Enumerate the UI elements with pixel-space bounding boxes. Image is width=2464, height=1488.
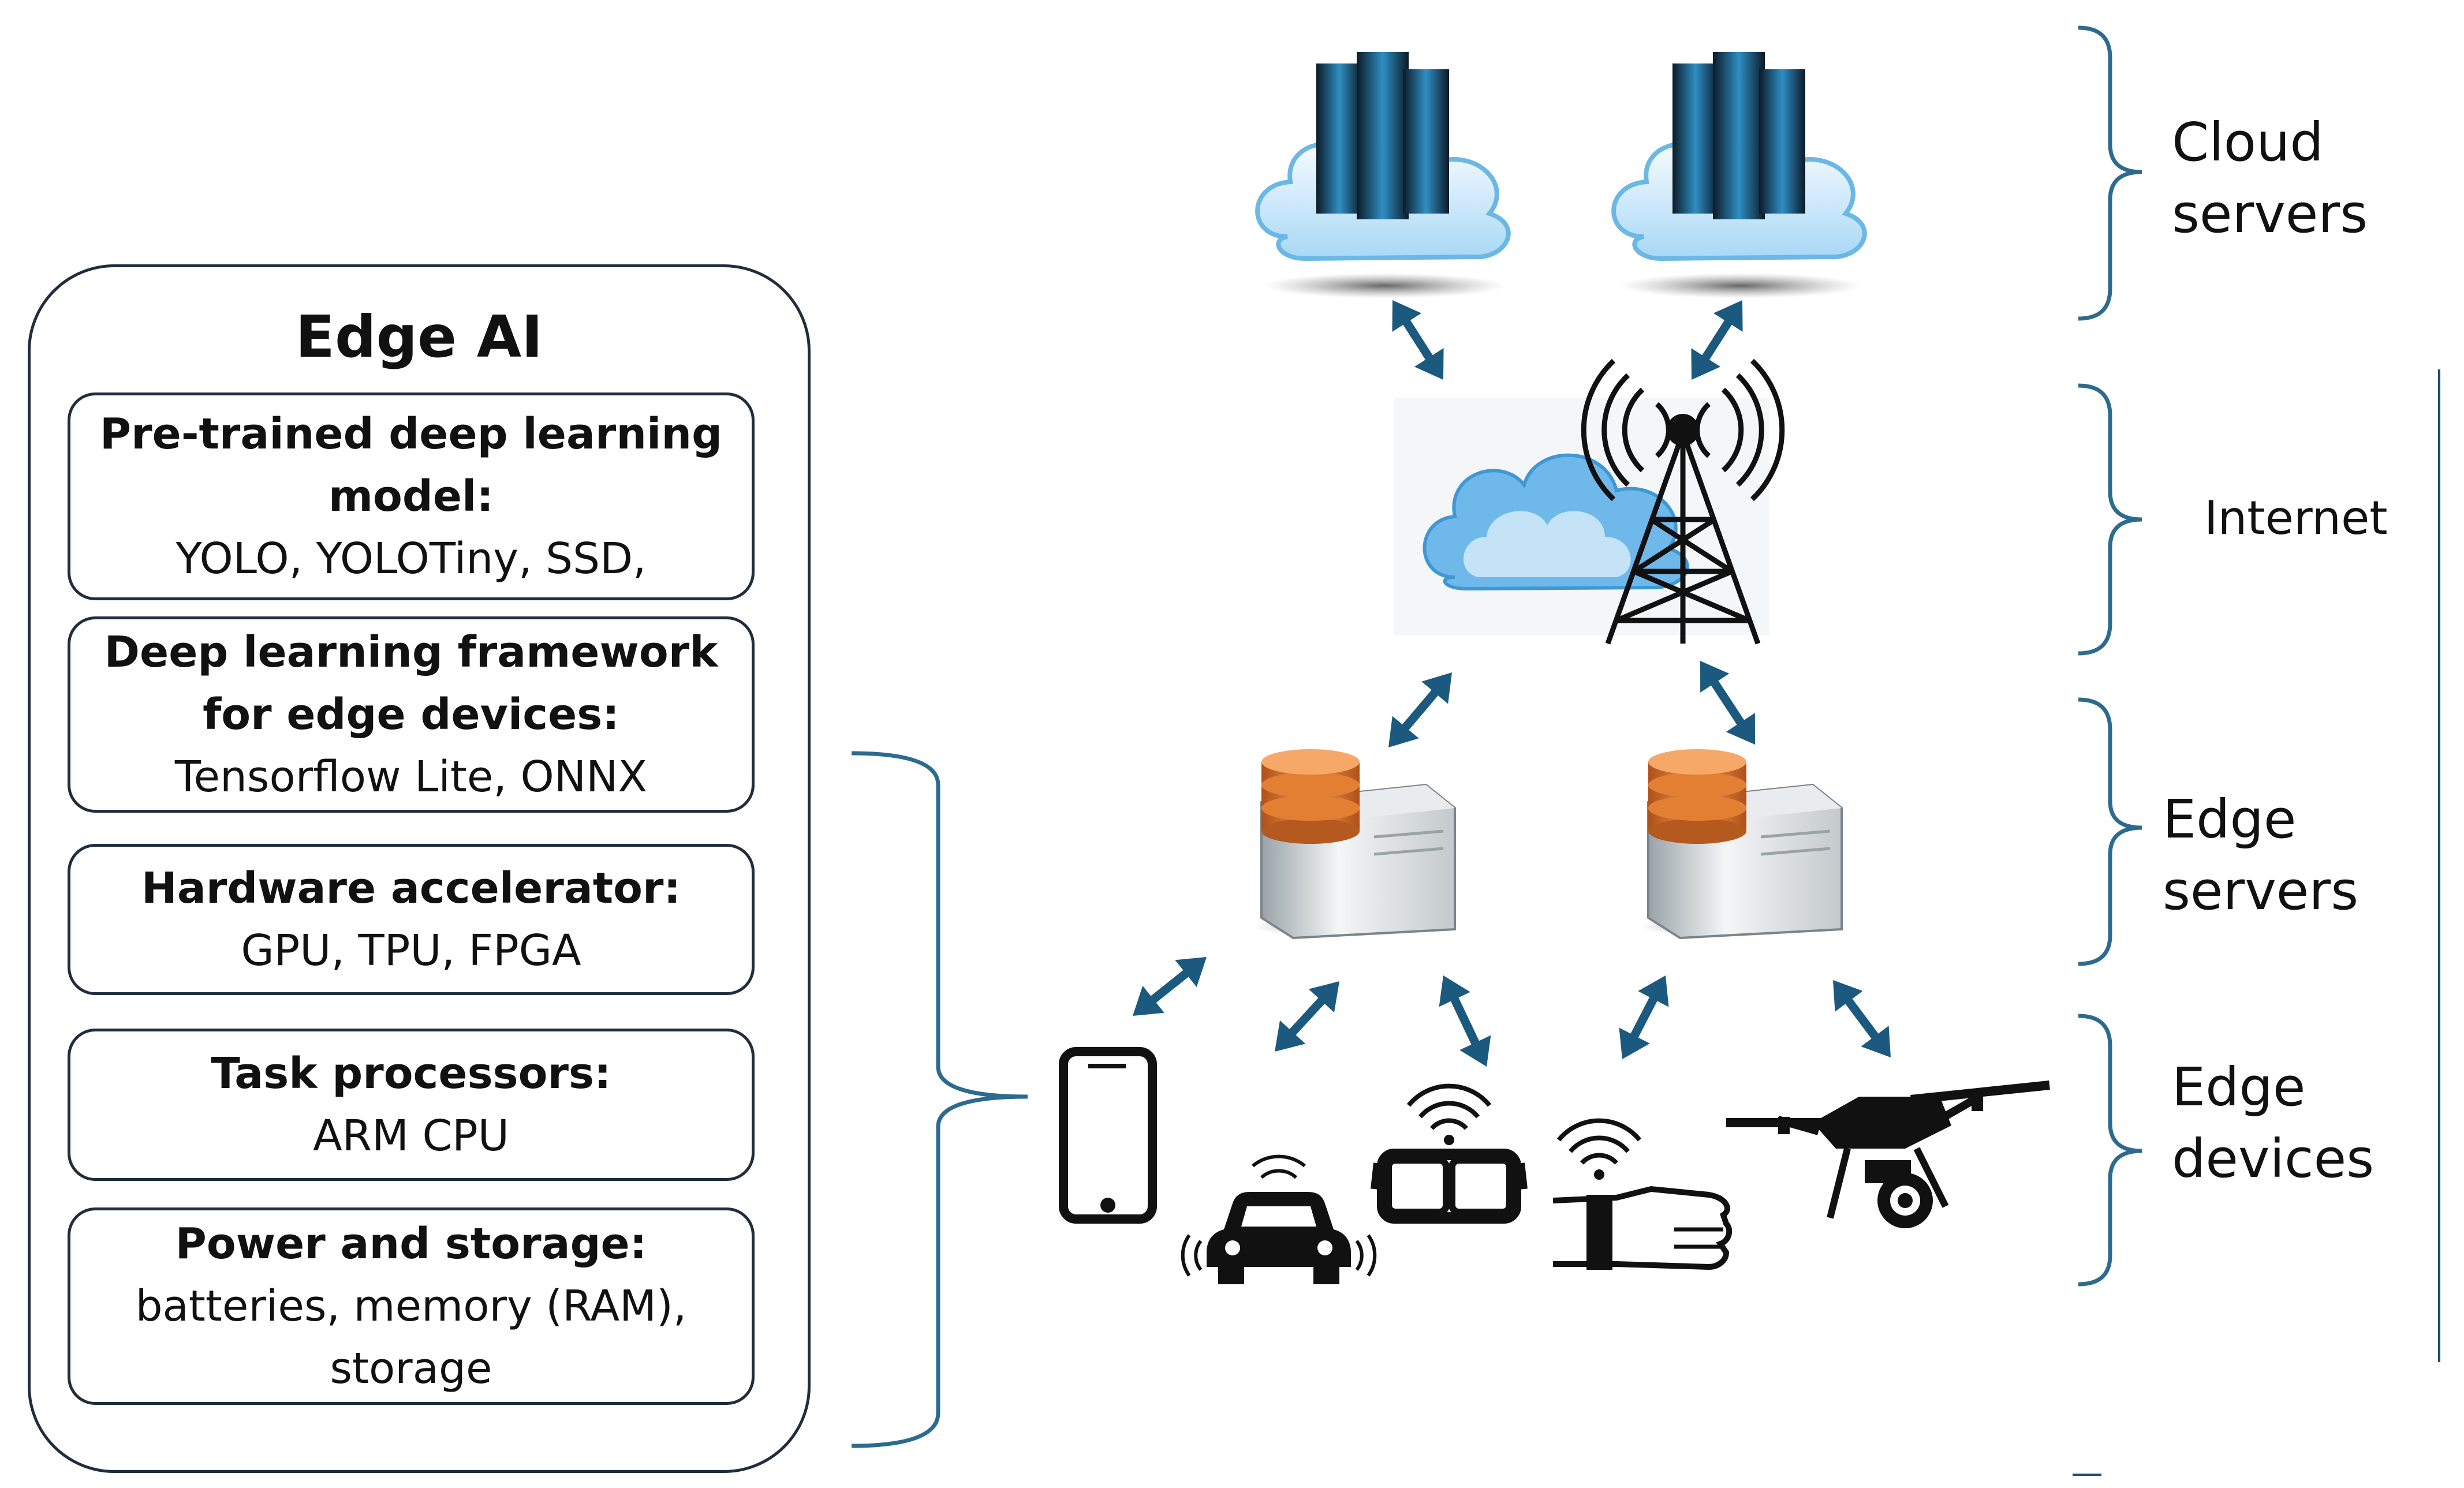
connected-car-icon (1181, 1154, 1377, 1284)
arrow-head (1833, 980, 1863, 1012)
connection-arrow (1843, 996, 1881, 1042)
smart-glasses-icon (1371, 1083, 1528, 1224)
arrow-head (1421, 672, 1452, 704)
component-box-power: Power and storage: batteries, memory (RA… (68, 1207, 755, 1405)
component-box-model: Pre-trained deep learning model: YOLO, Y… (68, 392, 755, 600)
layer-braces (851, 25, 2142, 1448)
connection-arrow (1148, 968, 1192, 1005)
component-detail: batteries, memory (RAM), (135, 1281, 687, 1331)
connection-arrow (1709, 678, 1746, 728)
cloud-server-icon (1611, 52, 1867, 298)
arrow-head (1691, 348, 1721, 380)
component-heading: for edge devices: (203, 690, 619, 739)
panel-title: Edge AI (295, 303, 543, 371)
component-detail: ARM CPU (313, 1111, 509, 1161)
layer-label-edge-servers: Edge servers (2163, 788, 2359, 922)
component-detail: Tensorflow Lite, ONNX (174, 752, 648, 802)
arrow-head (1388, 716, 1419, 747)
arrow-head (1392, 300, 1422, 332)
arrow-head (1275, 1020, 1306, 1052)
arrow-head (1175, 957, 1207, 988)
arrow-head (1459, 1035, 1491, 1067)
connection-arrows (1133, 300, 1891, 1067)
component-box-processors: Task processors: ARM CPU (68, 1029, 755, 1181)
edge-ai-panel: Edge AI (28, 264, 811, 1473)
connection-arrow (1287, 995, 1327, 1038)
arrow-head (1726, 713, 1755, 745)
component-heading: Hardware accelerator: (141, 863, 681, 913)
component-detail: storage (330, 1344, 492, 1393)
arrow-head (1439, 975, 1470, 1007)
component-detail: YOLO, YOLOTiny, SSD, (176, 534, 647, 584)
arrow-head (1414, 348, 1444, 380)
arrow-head (1619, 1027, 1650, 1059)
arrow-head (1133, 985, 1164, 1016)
connection-arrow (1700, 317, 1734, 363)
wearable-wristband-icon (1552, 1118, 1733, 1270)
connection-arrow (1629, 994, 1659, 1041)
component-heading: Pre-trained deep learning (99, 409, 723, 459)
drone-icon (1726, 1081, 2050, 1228)
arrow-head (1308, 981, 1339, 1013)
layer-label-edge-devices: Edge devices (2172, 1056, 2375, 1190)
arrow-head (1861, 1026, 1891, 1057)
arrow-head (1700, 661, 1730, 693)
component-box-framework: Deep learning framework for edge devices… (68, 616, 755, 813)
cloud-server-icon (1255, 52, 1511, 298)
database-server-icon (1640, 749, 1843, 940)
connection-arrow (1401, 317, 1435, 363)
arrow-head (1713, 300, 1743, 332)
layer-label-internet: Internet (2204, 491, 2388, 545)
component-heading: Power and storage: (175, 1219, 647, 1269)
component-heading: Task processors: (211, 1049, 611, 1098)
cell-tower-icon (1394, 358, 1785, 645)
layer-label-cloud: Cloud servers (2172, 111, 2368, 245)
arrow-head (1638, 975, 1669, 1007)
connection-arrow (1449, 994, 1481, 1048)
connection-arrow (1400, 687, 1440, 733)
component-detail: GPU, TPU, FPGA (241, 926, 581, 975)
component-heading: Deep learning framework (104, 627, 718, 677)
component-box-accelerator: Hardware accelerator: GPU, TPU, FPGA (68, 844, 755, 995)
smartphone-icon (1059, 1047, 1157, 1224)
component-heading: model: (328, 472, 494, 521)
database-server-icon (1253, 749, 1456, 940)
